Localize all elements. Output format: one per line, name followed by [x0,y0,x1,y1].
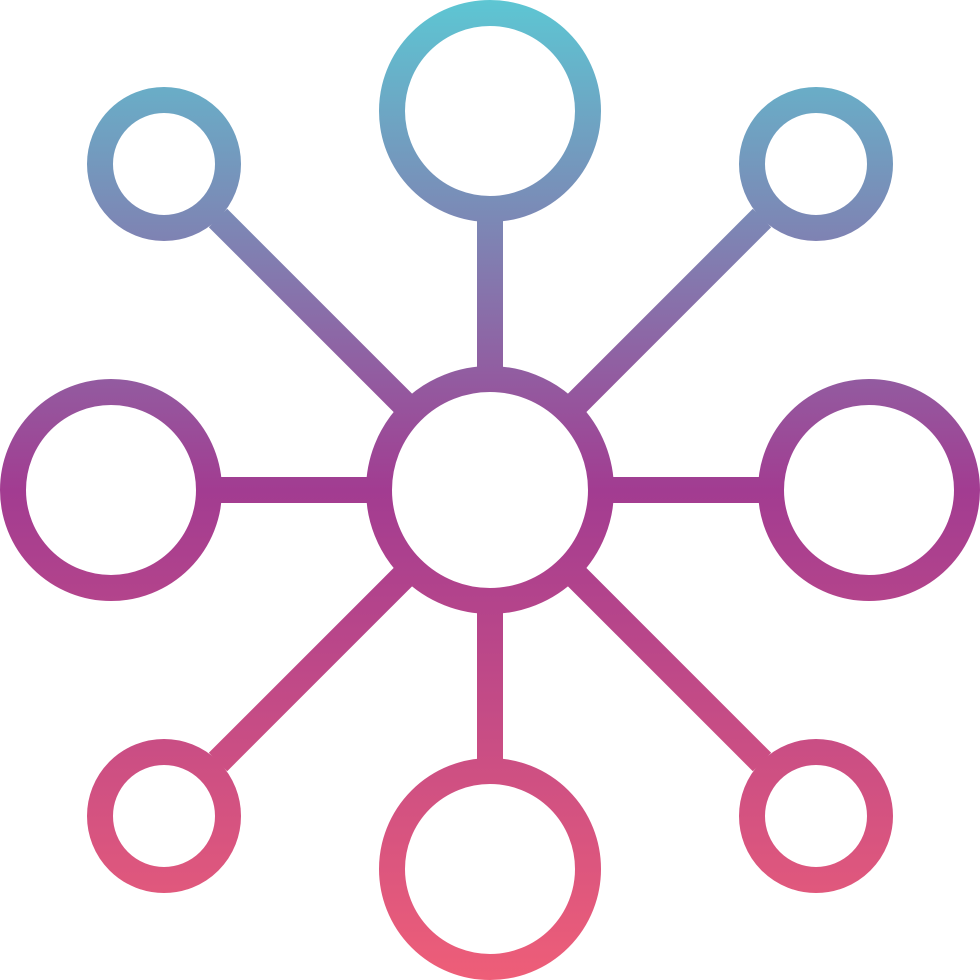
node-right [758,379,980,601]
spoke-top-right [560,208,772,420]
spoke-top-left [208,208,420,420]
spoke-bottom-left [208,560,420,772]
node-bottom-right [739,739,893,893]
spoke-bottom-right [560,560,772,772]
node-top [379,0,601,222]
center-node [366,366,614,614]
node-bottom-left [87,739,241,893]
node-left [0,379,222,601]
node-top-left [87,87,241,241]
node-top-right [739,87,893,241]
node-bottom [379,758,601,980]
